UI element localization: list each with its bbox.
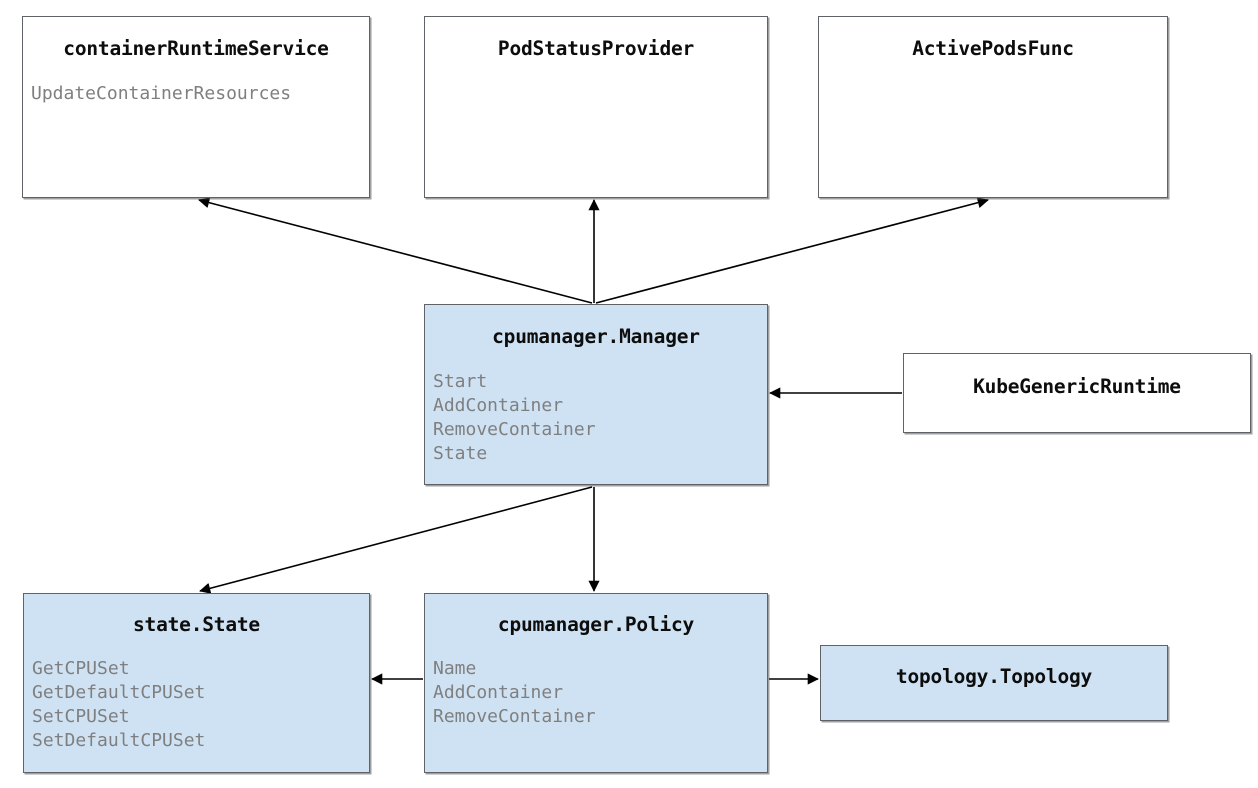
node-title: state.State [133,613,260,636]
node-members: Name AddContainer RemoveContainer [433,657,767,729]
node-member: AddContainer [433,395,564,416]
node-container-runtime-service[interactable]: containerRuntimeService UpdateContainerR… [22,16,370,198]
node-member: UpdateContainerResources [31,83,292,104]
node-title: cpumanager.Manager [492,325,700,348]
node-title: PodStatusProvider [497,37,695,60]
node-pod-status-provider[interactable]: PodStatusProvider [424,16,768,198]
node-kube-generic-runtime[interactable]: KubeGenericRuntime [903,353,1251,433]
edge-manager-to-active-pods-func [595,197,989,304]
node-members: GetCPUSet GetDefaultCPUSet SetCPUSet Set… [32,657,369,753]
node-active-pods-func[interactable]: ActivePodsFunc [818,16,1168,198]
node-member: SetDefaultCPUSet [32,730,206,751]
node-member: GetCPUSet [32,658,130,679]
node-member: RemoveContainer [433,419,596,440]
edge-manager-to-container-runtime-service [198,197,593,304]
node-member: State [433,443,488,464]
node-member: Start [433,371,488,392]
node-member: AddContainer [433,682,564,703]
node-member: GetDefaultCPUSet [32,682,206,703]
node-title: topology.Topology [895,665,1093,688]
node-cpumanager-policy[interactable]: cpumanager.Policy Name AddContainer Remo… [424,593,768,773]
node-member: Name [433,658,477,679]
node-members: UpdateContainerResources [31,82,369,106]
node-member: RemoveContainer [433,706,596,727]
node-title: containerRuntimeService [63,37,329,60]
node-state-state[interactable]: state.State GetCPUSet GetDefaultCPUSet S… [23,593,370,773]
node-member: SetCPUSet [32,706,130,727]
node-topology-topology[interactable]: topology.Topology [820,645,1168,721]
node-title: ActivePodsFunc [912,37,1074,60]
node-title: cpumanager.Policy [497,613,695,636]
node-cpumanager-manager[interactable]: cpumanager.Manager Start AddContainer Re… [424,304,768,485]
node-members: Start AddContainer RemoveContainer State [433,370,767,466]
edge-manager-to-state-state [199,486,593,594]
node-title: KubeGenericRuntime [973,375,1181,398]
